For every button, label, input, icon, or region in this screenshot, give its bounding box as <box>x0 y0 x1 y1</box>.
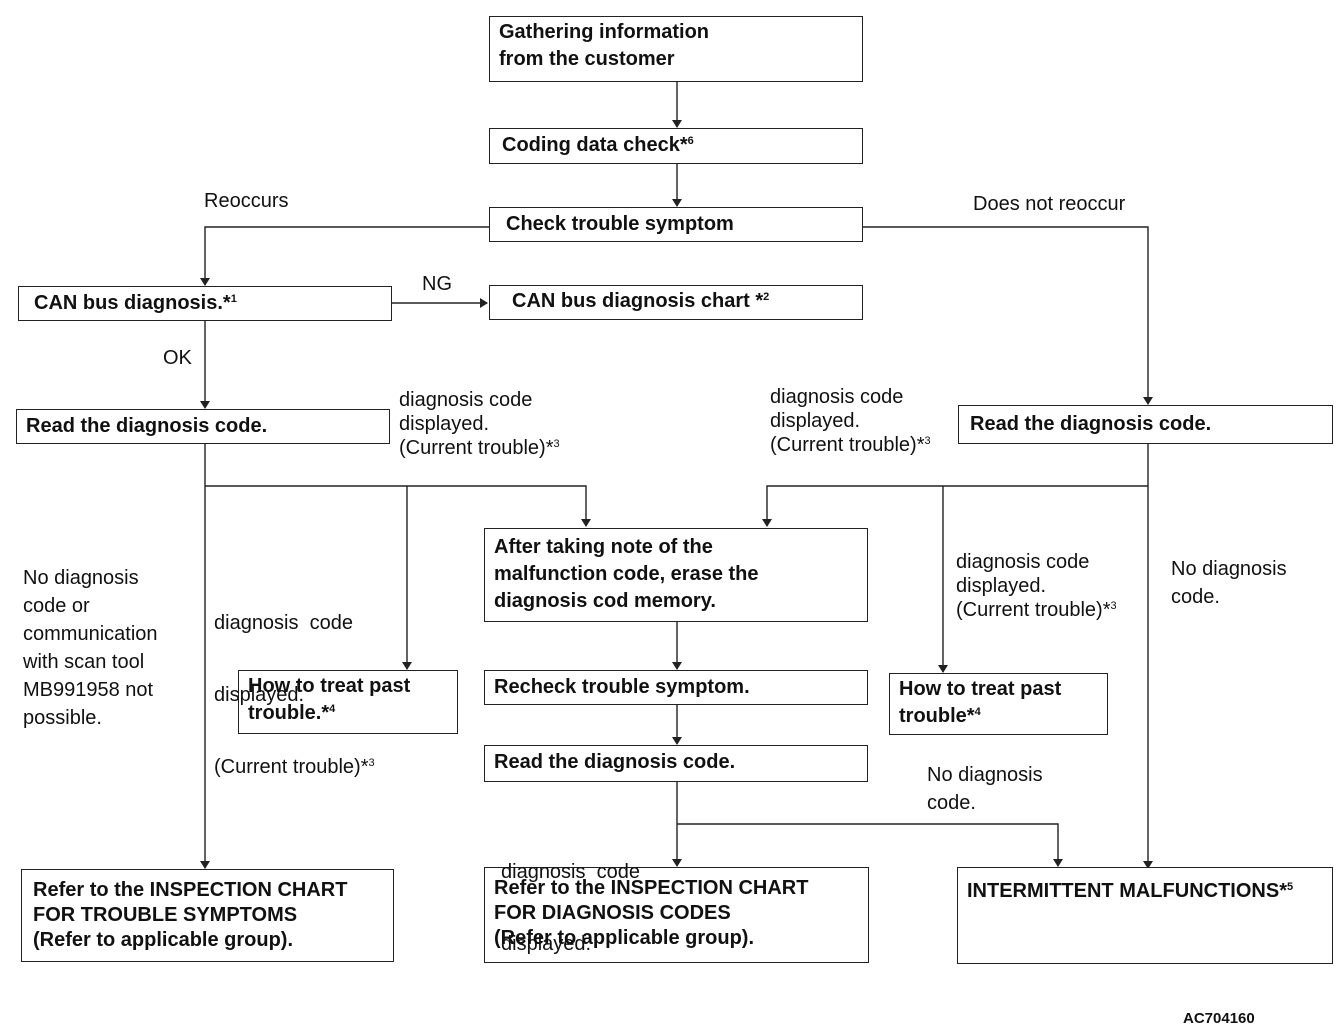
label-reoccurs: Reoccurs <box>204 190 289 212</box>
label-does-not-reoccur: Does not reoccur <box>973 193 1126 215</box>
arrow-reoccurs <box>200 226 489 286</box>
box-check-trouble-symptom: Check trouble symptom <box>489 207 863 242</box>
box-inspection-codes: Refer to the INSPECTION CHART FOR DIAGNO… <box>484 867 869 963</box>
label-code-displayed-right-mid: diagnosis code displayed. (Current troub… <box>956 551 1117 621</box>
box-read-code-center: Read the diagnosis code. <box>484 745 868 782</box>
label-ok: OK <box>163 347 192 369</box>
figure-reference-code: AC704160 <box>1183 1010 1255 1027</box>
arrow-does-not-reoccur <box>863 226 1153 405</box>
label-code-displayed-left-mid: diagnosis code displayed. (Current troub… <box>214 612 375 778</box>
box-intermittent: INTERMITTENT MALFUNCTIONS*5 <box>957 867 1333 964</box>
box-can-bus-chart: CAN bus diagnosis chart *2 <box>489 285 863 320</box>
box-inspection-symptoms: Refer to the INSPECTION CHART FOR TROUBL… <box>21 869 394 962</box>
box-read-code-right: Read the diagnosis code. <box>958 405 1333 444</box>
box-coding-data-check: Coding data check*6 <box>489 128 863 164</box>
label-code-displayed-right-top: diagnosis code displayed. (Current troub… <box>770 386 931 456</box>
box-read-code-left: Read the diagnosis code. <box>16 409 390 444</box>
box-past-trouble-left: How to treat past trouble.*4 <box>238 670 458 734</box>
box-erase-memory: After taking note of the malfunction cod… <box>484 528 868 622</box>
box-can-bus-diagnosis: CAN bus diagnosis.*1 <box>18 286 392 321</box>
label-no-code-left: No diagnosis code or communication with … <box>23 567 158 729</box>
line-left-branch <box>205 485 591 527</box>
label-ng: NG <box>422 273 452 295</box>
box-past-trouble-right: How to treat past trouble*4 <box>889 673 1108 735</box>
line-right-branch <box>762 485 1148 527</box>
label-code-displayed-left-top: diagnosis code displayed. (Current troub… <box>399 389 560 459</box>
arrow-no-code-center <box>677 823 1063 867</box>
box-gather-info: Gathering information from the customer <box>489 16 863 82</box>
label-no-code-right: No diagnosis code. <box>1171 558 1287 608</box>
label-no-code-center: No diagnosis code. <box>927 764 1043 814</box>
label-code-displayed-bottom: diagnosis code displayed. <box>501 861 640 955</box>
box-recheck-symptom: Recheck trouble symptom. <box>484 670 868 705</box>
